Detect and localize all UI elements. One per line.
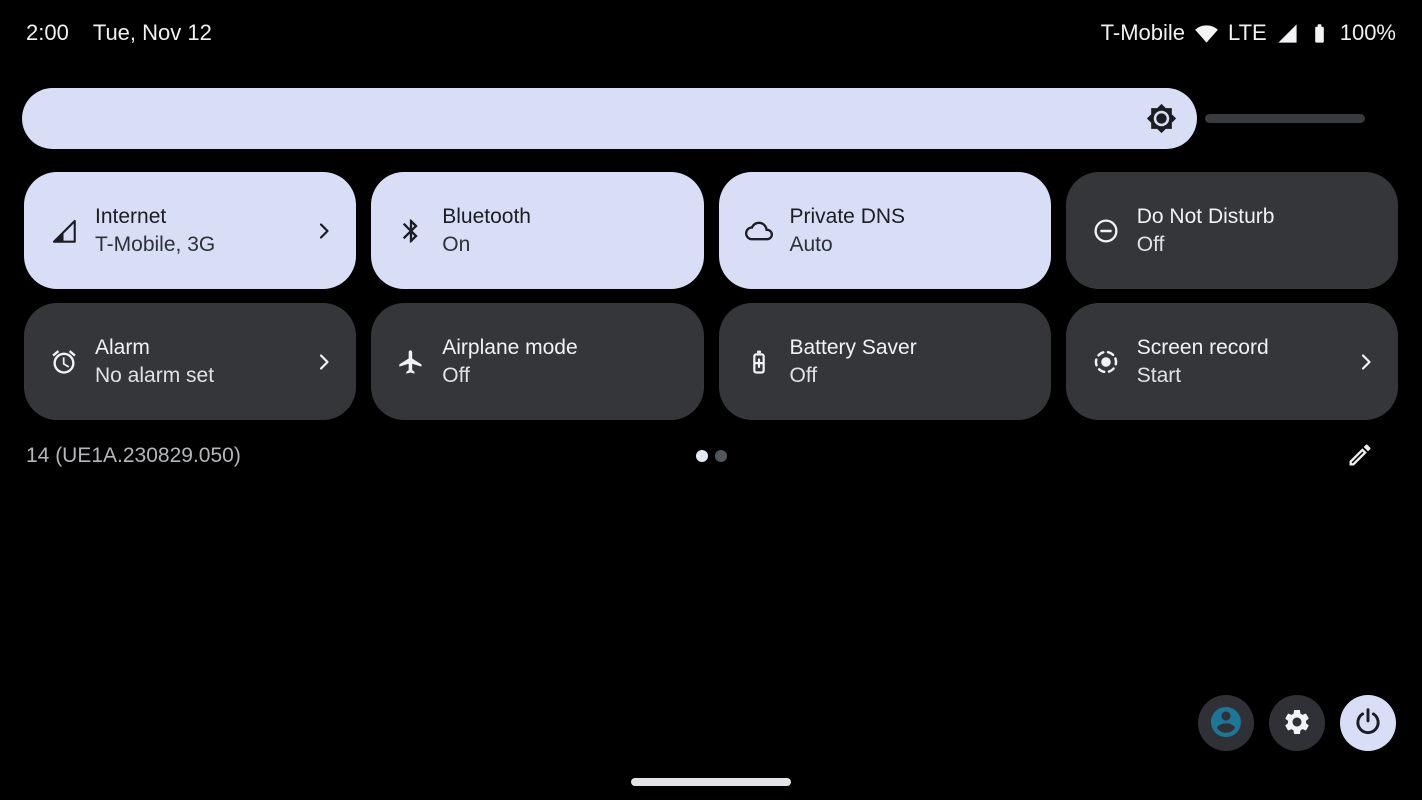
tile-bluetooth[interactable]: Bluetooth On xyxy=(371,172,704,289)
tile-do-not-disturb[interactable]: Do Not Disturb Off xyxy=(1065,172,1398,289)
page-dot-active xyxy=(695,450,708,462)
battery-saver-icon xyxy=(745,348,773,376)
build-number-label: 14 (UE1A.230829.050) xyxy=(26,444,241,467)
tile-label: Internet xyxy=(95,205,167,228)
airplane-icon xyxy=(397,348,425,376)
do-not-disturb-icon xyxy=(1092,217,1120,245)
bottom-action-bar xyxy=(1198,695,1396,751)
chevron-right-icon xyxy=(312,219,336,243)
power-icon xyxy=(1352,706,1384,741)
network-type-label: LTE xyxy=(1228,20,1267,45)
tile-label: Do Not Disturb xyxy=(1136,205,1275,228)
brightness-slider-fill[interactable] xyxy=(22,88,1197,149)
page-dot-inactive xyxy=(714,450,727,462)
cellular-signal-icon xyxy=(50,217,78,245)
cloud-icon xyxy=(744,217,773,245)
status-bar: 2:00 Tue, Nov 12 T-Mobile LTE 100% xyxy=(0,0,1422,66)
brightness-slider[interactable] xyxy=(22,88,1366,149)
tile-status: No alarm set xyxy=(95,364,215,387)
bluetooth-icon xyxy=(397,217,425,245)
battery-percent-label: 100% xyxy=(1339,20,1396,45)
tile-label: Bluetooth xyxy=(442,205,531,228)
chevron-right-icon xyxy=(1354,350,1378,374)
tile-status: Off xyxy=(1136,233,1165,256)
edit-tiles-button[interactable] xyxy=(1346,441,1374,469)
battery-icon xyxy=(1308,22,1331,45)
tile-battery-saver[interactable]: Battery Saver Off xyxy=(718,303,1051,420)
alarm-clock-icon xyxy=(50,348,78,376)
page-indicator xyxy=(0,450,1422,462)
status-bar-left: 2:00 Tue, Nov 12 xyxy=(26,20,212,46)
settings-button[interactable] xyxy=(1269,695,1325,751)
date: Tue, Nov 12 xyxy=(92,20,212,45)
tile-status: Off xyxy=(789,364,818,387)
tile-status: T-Mobile, 3G xyxy=(95,233,216,256)
tile-alarm[interactable]: Alarm No alarm set xyxy=(24,303,357,420)
gear-icon xyxy=(1282,707,1312,740)
tile-label: Airplane mode xyxy=(442,336,578,359)
status-bar-right: T-Mobile LTE 100% xyxy=(1101,20,1396,46)
tile-label: Battery Saver xyxy=(789,336,917,359)
tile-status: Off xyxy=(442,364,470,387)
home-gesture-handle[interactable] xyxy=(631,778,791,786)
pencil-icon xyxy=(1346,444,1374,472)
tile-label: Private DNS xyxy=(789,205,906,228)
tile-label: Screen record xyxy=(1136,336,1269,359)
chevron-right-icon xyxy=(312,350,336,374)
user-avatar-icon xyxy=(1208,704,1244,743)
tile-internet[interactable]: Internet T-Mobile, 3G xyxy=(24,172,357,289)
tile-status: Start xyxy=(1136,364,1182,387)
user-switcher-button[interactable] xyxy=(1198,695,1254,751)
quick-settings-grid: Internet T-Mobile, 3G Bluetooth On Priva… xyxy=(24,172,1398,420)
brightness-icon xyxy=(1146,103,1177,134)
tile-airplane-mode[interactable]: Airplane mode Off xyxy=(371,303,704,420)
tile-private-dns[interactable]: Private DNS Auto xyxy=(718,172,1051,289)
power-button[interactable] xyxy=(1340,695,1396,751)
carrier-label: T-Mobile xyxy=(1100,20,1185,45)
tile-status: Auto xyxy=(789,233,833,256)
tile-label: Alarm xyxy=(95,336,150,359)
screen-record-icon xyxy=(1092,348,1120,376)
brightness-slider-track[interactable] xyxy=(1205,114,1365,123)
tile-screen-record[interactable]: Screen record Start xyxy=(1065,303,1398,420)
wifi-icon xyxy=(1194,21,1219,46)
cellular-signal-icon xyxy=(1276,22,1299,45)
clock: 2:00 xyxy=(26,20,69,45)
tile-status: On xyxy=(442,233,471,256)
